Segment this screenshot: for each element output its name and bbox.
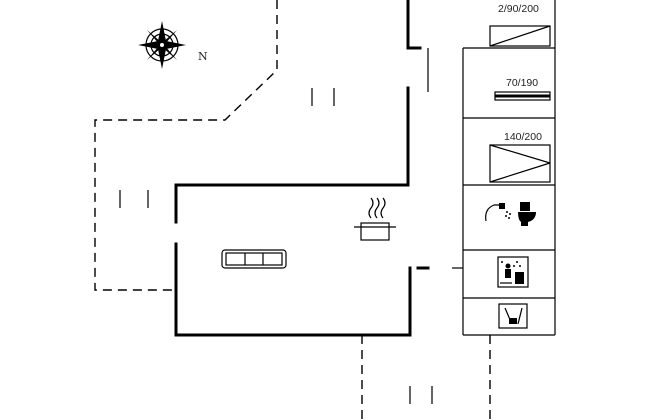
compass-north-label: N [198, 50, 208, 63]
interior-walls [427, 0, 556, 336]
bed-size-label-bedroom-1: 2/90/200 [498, 3, 539, 15]
sauna-icon [497, 256, 529, 288]
sofa-icon [221, 249, 287, 269]
single-bed-icon [494, 91, 551, 101]
cooking-pot-icon [354, 197, 396, 241]
double-bed-icon [489, 144, 551, 183]
toilet-icon [518, 202, 536, 226]
terrace-outline-north [94, 0, 278, 291]
exterior-walls [174, 0, 430, 337]
terrace-outline-south [361, 335, 491, 420]
shower-icon [485, 203, 511, 222]
bed-size-label-bedroom-3: 140/200 [504, 131, 542, 143]
bunk-bed-icon [489, 25, 551, 47]
vacuum-cleaner-icon [498, 303, 528, 329]
compass-rose-icon [138, 21, 186, 69]
terrace-board-marks [119, 88, 433, 404]
bed-size-label-bedroom-2: 70/190 [506, 77, 538, 89]
